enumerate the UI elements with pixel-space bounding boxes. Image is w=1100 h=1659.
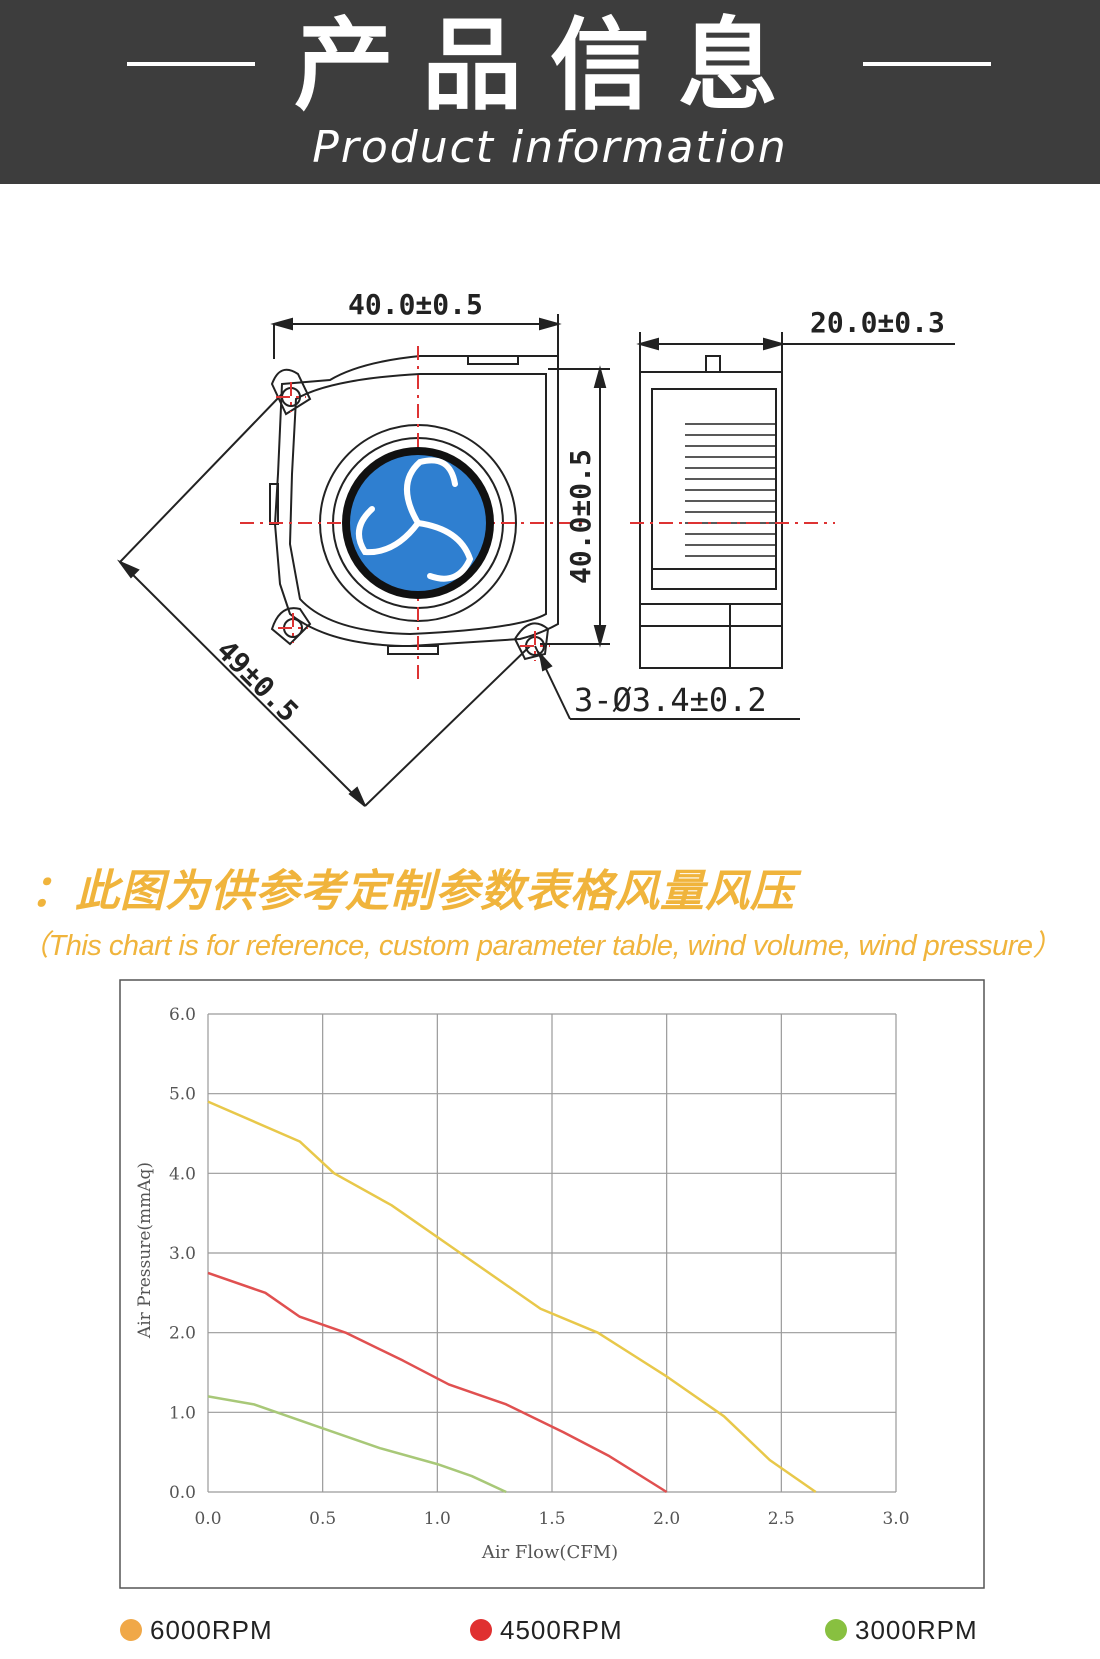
series-line-3000rpm (207, 1395, 507, 1494)
x-tick-label: 1.5 (538, 1509, 565, 1529)
legend-item-6000rpm: 6000RPM (120, 1610, 273, 1650)
x-tick-label: 2.0 (653, 1509, 680, 1529)
legend-swatch (470, 1619, 492, 1641)
y-tick-label: 2.0 (169, 1324, 196, 1344)
left-rule (127, 62, 255, 66)
dim-depth-label: 20.0±0.3 (810, 306, 945, 339)
page-subtitle: Product information (312, 122, 788, 173)
note-english: （This chart is for reference, custom par… (20, 930, 1061, 962)
y-tick-label: 3.0 (169, 1244, 196, 1264)
y-tick-label: 6.0 (169, 1005, 196, 1025)
dim-height-label: 40.0±0.5 (564, 449, 597, 584)
series-line-6000rpm (207, 1100, 817, 1494)
series-line-4500rpm (207, 1271, 668, 1494)
x-tick-label: 1.0 (424, 1509, 451, 1529)
header-banner: 产品信息 Product information (0, 0, 1100, 184)
legend-swatch (120, 1619, 142, 1641)
y-tick-label: 5.0 (169, 1085, 196, 1105)
fan-dimension-drawing: 40.0±0.5 20.0±0.3 40.0±0.5 49±0.5 3-Ø3.4… (116, 288, 955, 807)
note-chinese: ：此图为供参考定制参数表格风量风压 (30, 866, 795, 917)
y-axis-label: Air Pressure(mmAq) (135, 1162, 155, 1339)
y-tick-label: 1.0 (169, 1403, 196, 1423)
legend-swatch (825, 1619, 847, 1641)
dim-holes-label: 3-Ø3.4±0.2 (574, 681, 767, 719)
y-tick-label: 0.0 (169, 1483, 196, 1503)
x-tick-label: 0.0 (194, 1509, 221, 1529)
dim-width-label: 40.0±0.5 (348, 288, 483, 321)
legend-label: 3000RPM (855, 1614, 978, 1645)
x-axis-label: Air Flow(CFM) (481, 1542, 618, 1563)
legend-item-3000rpm: 3000RPM (825, 1610, 978, 1650)
page-title: 产品信息 (294, 7, 806, 124)
x-tick-label: 0.5 (309, 1509, 336, 1529)
y-tick-label: 4.0 (169, 1164, 196, 1184)
pressure-flow-chart: 0.0 0.5 1.0 1.5 2.0 2.5 3.0 0.0 1.0 2.0 3.0 4.0 5.0 6… (119, 979, 985, 1589)
x-tick-label: 3.0 (882, 1509, 909, 1529)
right-rule (863, 62, 991, 66)
x-tick-label: 2.5 (768, 1509, 795, 1529)
legend-item-4500rpm: 4500RPM (470, 1610, 623, 1650)
legend-label: 4500RPM (500, 1614, 623, 1645)
dim-diagonal-label: 49±0.5 (210, 634, 305, 729)
legend-label: 6000RPM (150, 1614, 273, 1645)
